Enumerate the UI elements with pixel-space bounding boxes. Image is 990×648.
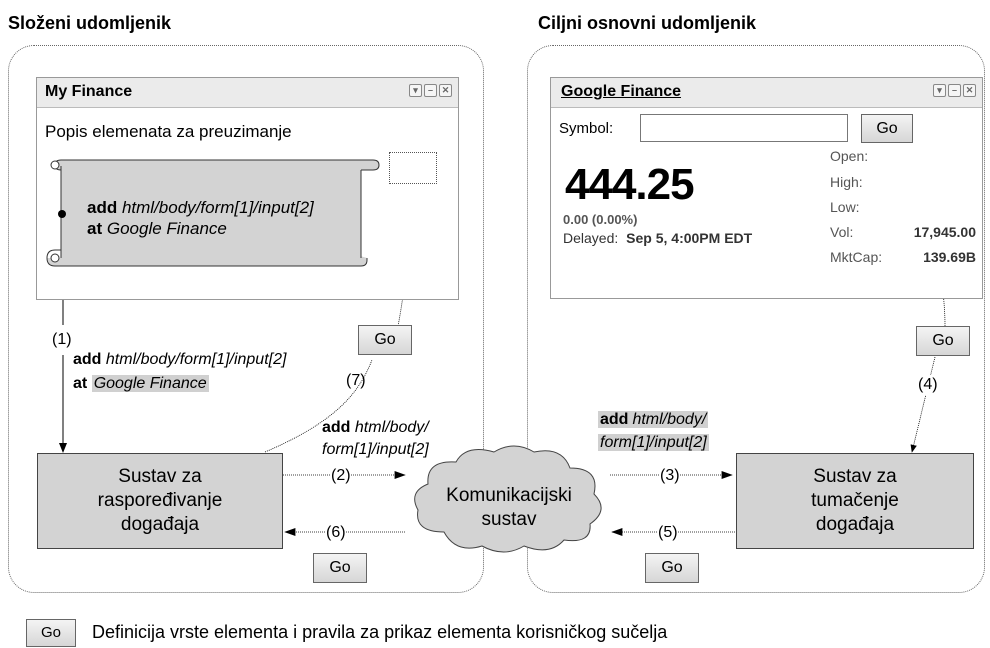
arrow-7-lower <box>264 359 373 453</box>
legend-text: Definicija vrste elementa i pravila za p… <box>92 622 668 642</box>
google-go-button[interactable]: Go <box>861 114 913 143</box>
step-7-label: (7) <box>346 372 366 389</box>
step-1-add-line: add html/body/form[1]/input[2] <box>73 351 287 368</box>
symbol-label: Symbol: <box>559 120 614 137</box>
go-element-left-bottom[interactable]: Go <box>313 553 367 583</box>
stock-price: 444.25 <box>565 160 695 209</box>
target-widget-region <box>527 45 985 593</box>
event-dispatch-box: Sustav za raspoređivanje događaja <box>37 453 283 549</box>
price-change: 0.00 (0.00%) <box>563 212 638 227</box>
left-heading: Složeni udomljenik <box>8 13 172 33</box>
scroll-at-line: at Google Finance <box>87 219 227 238</box>
go-element-right-bottom[interactable]: Go <box>645 553 699 583</box>
right-heading: Ciljni osnovni udomljenik <box>538 13 757 33</box>
stat-vol-label: Vol: <box>830 224 854 240</box>
step-2-path-line: form[1]/input[2] <box>322 441 429 458</box>
stat-open-label: Open: <box>830 148 869 164</box>
go-element-right-top[interactable]: Go <box>916 326 970 356</box>
step-6-label: (6) <box>326 523 346 543</box>
google-finance-widget: Google Finance ▾ – ✕ Symbol: Go 444.25 0… <box>550 77 983 299</box>
scroll-add-line: add html/body/form[1]/input[2] <box>87 198 314 217</box>
minimize-icon[interactable]: – <box>424 84 437 97</box>
close-icon[interactable]: ✕ <box>963 84 976 97</box>
step-3-path-line: form[1]/input[2] <box>598 434 709 451</box>
stat-high-label: High: <box>830 174 863 190</box>
placeholder-slot <box>389 152 437 184</box>
step-2-add-line: add html/body/ <box>322 419 429 436</box>
communication-cloud-label: Komunikacijski sustav <box>446 485 572 530</box>
stat-vol-value: 17,945.00 <box>913 224 976 240</box>
step-1-at-line: at Google Finance <box>73 375 209 392</box>
close-icon[interactable]: ✕ <box>439 84 452 97</box>
step-4-label: (4) <box>918 375 938 395</box>
delayed-line: Delayed: Sep 5, 4:00PM EDT <box>563 230 753 246</box>
step-5-label: (5) <box>658 523 678 543</box>
event-interpretation-box: Sustav za tumačenje događaja <box>736 453 974 549</box>
dropdown-icon[interactable]: ▾ <box>933 84 946 97</box>
download-list-label: Popis elemenata za preuzimanje <box>45 122 292 141</box>
step-3-label: (3) <box>660 466 680 486</box>
stat-mktcap-label: MktCap: <box>830 249 883 265</box>
symbol-input[interactable] <box>640 114 848 142</box>
step-2-label: (2) <box>331 466 351 486</box>
legend-go-sample: Go <box>26 619 76 647</box>
google-finance-titlebar: Google Finance ▾ – ✕ <box>551 78 982 108</box>
my-finance-widget: My Finance ▾ – ✕ Popis elemenata za preu… <box>36 77 459 300</box>
go-element-left-top[interactable]: Go <box>358 325 412 355</box>
stat-mktcap-value: 139.69B <box>923 249 976 265</box>
communication-cloud <box>414 445 602 553</box>
my-finance-titlebar: My Finance ▾ – ✕ <box>37 78 458 108</box>
step-1-label: (1) <box>52 331 72 348</box>
google-finance-title[interactable]: Google Finance <box>561 83 682 100</box>
dropdown-icon[interactable]: ▾ <box>409 84 422 97</box>
stat-low-label: Low: <box>830 199 860 215</box>
composite-widget-region <box>8 45 484 593</box>
minimize-icon[interactable]: – <box>948 84 961 97</box>
scroll-bullet <box>58 210 66 218</box>
my-finance-title: My Finance <box>45 83 133 100</box>
arrow-4-lower <box>910 356 936 453</box>
